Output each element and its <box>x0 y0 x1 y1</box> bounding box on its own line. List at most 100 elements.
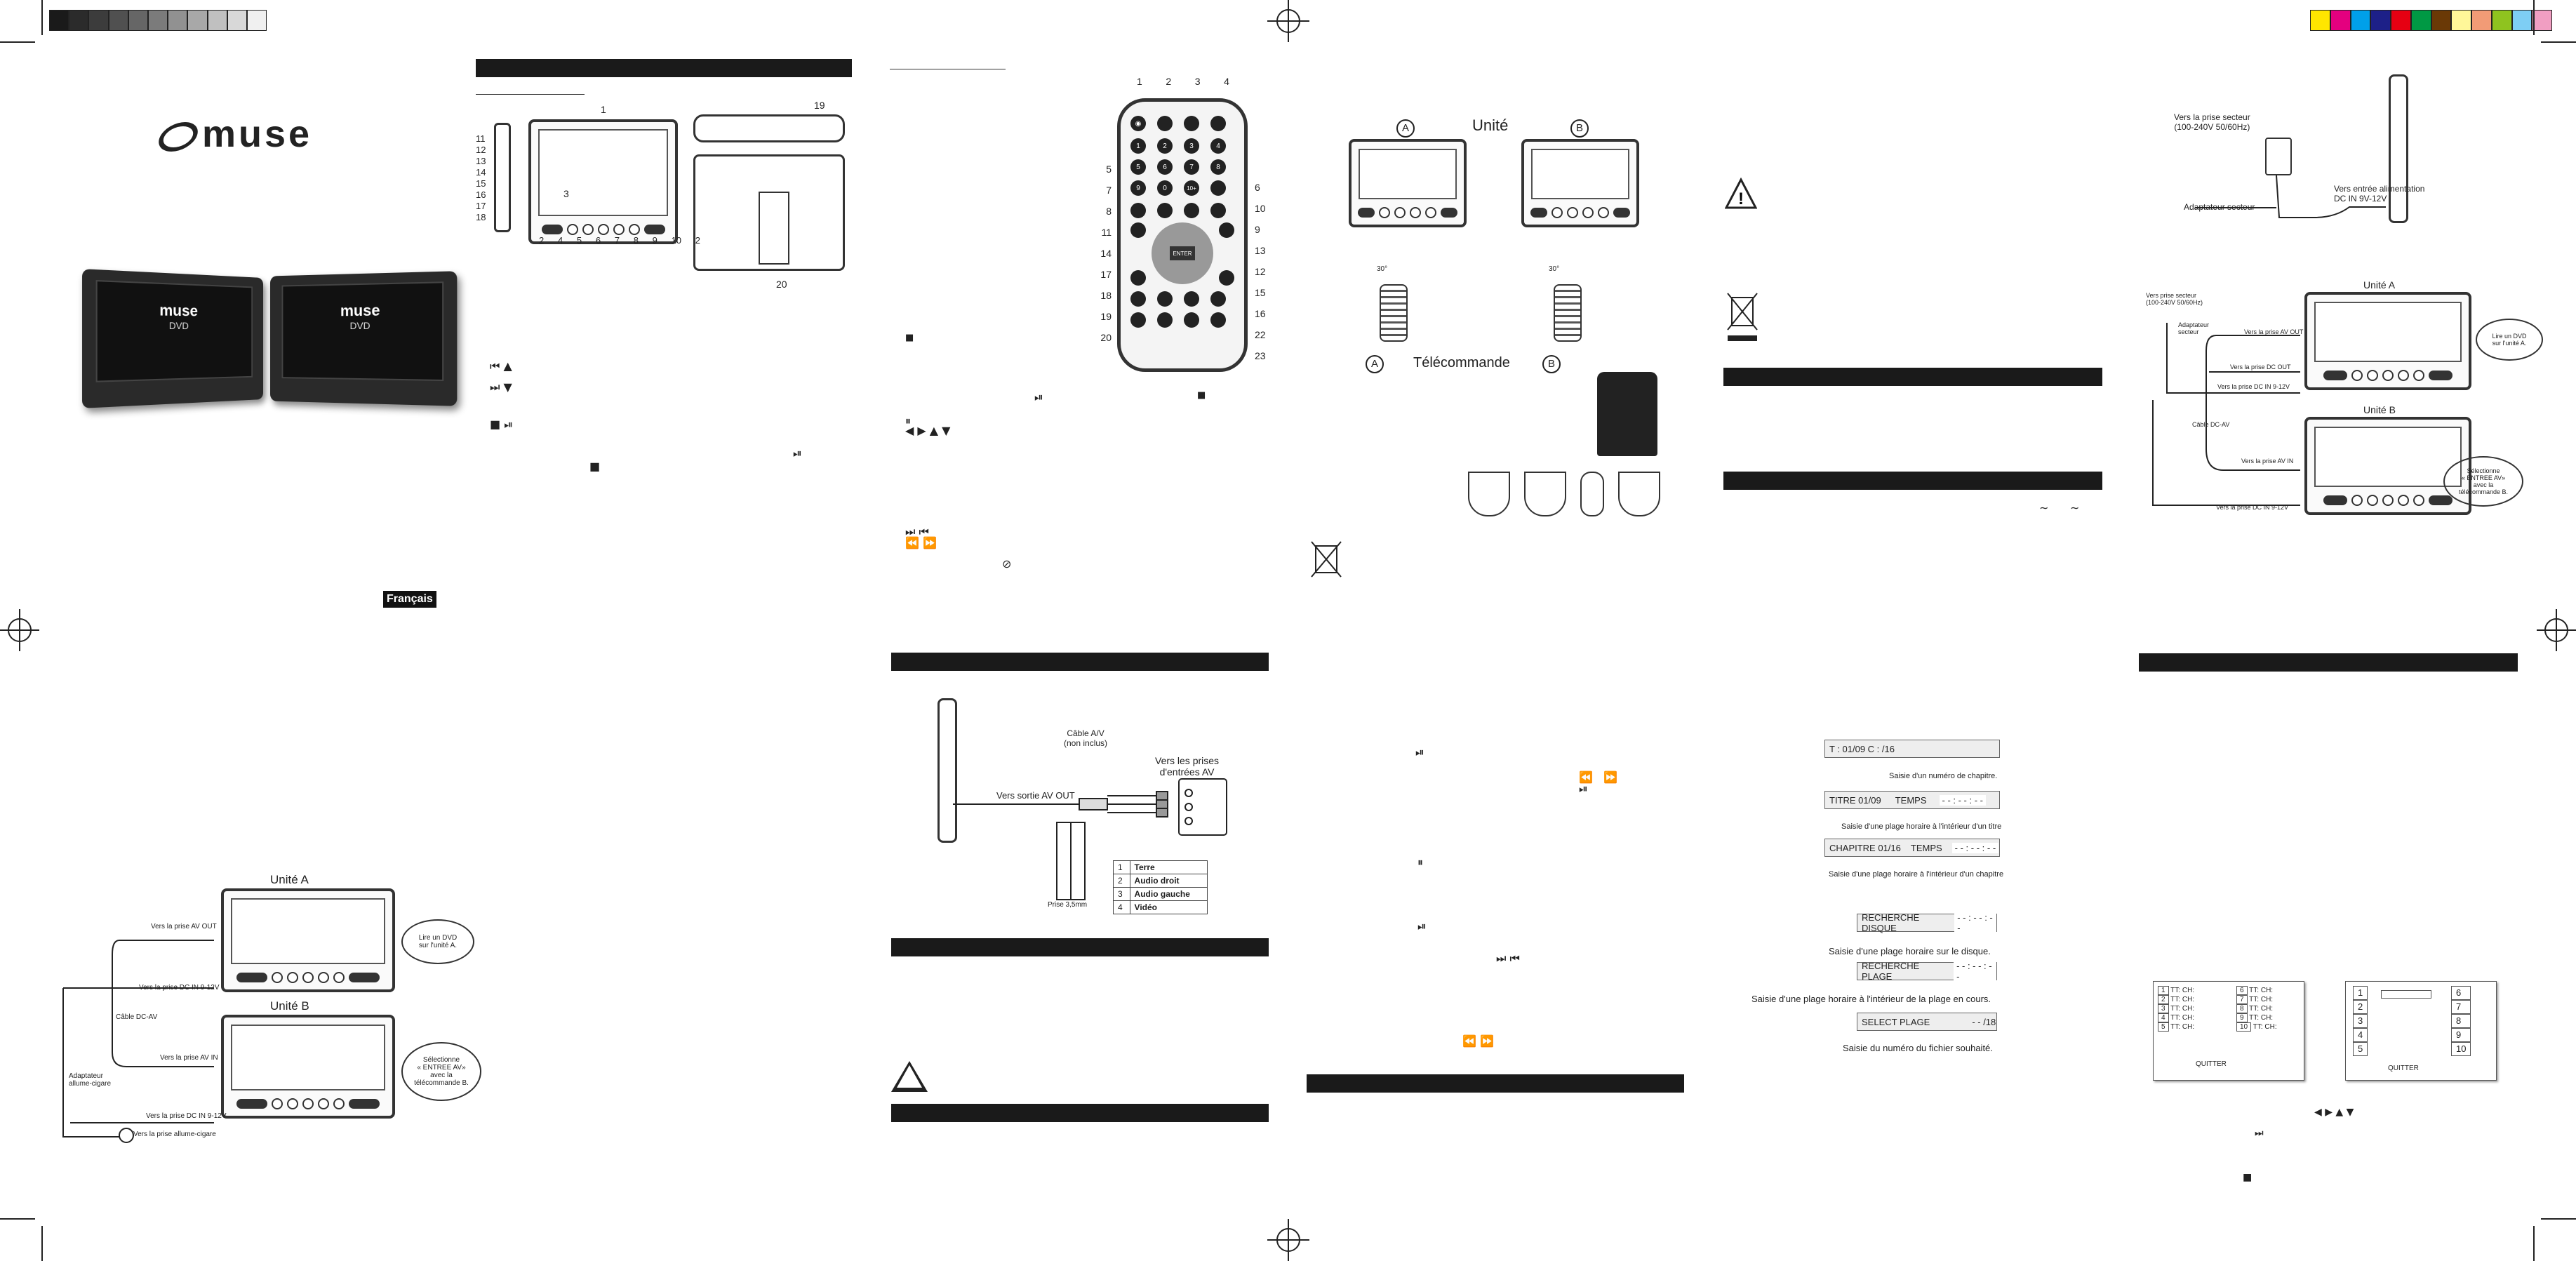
remote-b-circle: B <box>1542 355 1561 373</box>
recycle-bin-icon <box>1309 539 1344 580</box>
glyph-skip: ⏭ ⏮ <box>1496 952 1520 965</box>
swatch <box>2532 10 2552 31</box>
device-dvd-text: DVD <box>168 319 189 332</box>
power-wiring <box>2195 175 2386 218</box>
swatch <box>2471 10 2492 31</box>
unit-a-screen <box>1349 139 1467 227</box>
glyph-stop-a: ■ <box>905 333 914 343</box>
car-to-lighter: Vers la prise allume-cigare <box>133 1130 216 1138</box>
car-adapter: Adaptateur allume-cigare <box>69 1072 112 1088</box>
back-view-device <box>693 154 845 271</box>
car-unit-b-title: Unité B <box>270 999 309 1013</box>
glyph-scan-play: ⏪ ⏩ ⏯ <box>1579 770 1618 795</box>
glyph-play: ⏯ <box>1415 745 1424 759</box>
callout-1: 1 <box>601 104 606 115</box>
swatch <box>2511 10 2532 31</box>
home-unit-b-title: Unité B <box>2363 404 2396 415</box>
home-unit-a-screen <box>2304 292 2471 390</box>
callout-20: 20 <box>776 279 787 290</box>
car-to-av-out: Vers la prise AV OUT <box>151 923 217 930</box>
swatch <box>207 10 227 31</box>
car-to-av-in: Vers la prise AV IN <box>160 1054 218 1062</box>
glyph-skip: ⏭ ⏮ <box>905 525 929 538</box>
glyph-scan: ⏪ ⏩ <box>905 536 937 549</box>
swatch <box>246 10 267 31</box>
home-unit-b-screen <box>2304 417 2471 515</box>
car-bubble-a: Lire un DVD sur l'unité A. <box>401 919 474 964</box>
device-dvd-text: DVD <box>349 319 371 332</box>
remote-title: Télécommande <box>1413 355 1510 371</box>
car-to-dc-in-b: Vers la prise DC IN 9-12V <box>146 1112 227 1120</box>
car-unit-a-screen <box>221 888 395 992</box>
search-track-box: RECHERCHE PLAGE- - : - - : - - <box>1857 961 1997 982</box>
battery-remote-photo <box>1597 372 1657 456</box>
glyph-prev-up: ⏮ ▲ <box>490 359 512 373</box>
program-stop-glyph: ■ <box>2243 1172 2253 1183</box>
glyph-stop-play: ■ ⏯ <box>490 418 514 431</box>
unit-title: Unité <box>1472 116 1509 134</box>
section-underline <box>476 94 585 95</box>
remote-nav-pad: ENTER <box>1152 222 1213 284</box>
panel-6: Vers la prise secteur (100-240V 50/60Hz)… <box>2139 0 2543 1261</box>
color-swatches <box>2310 10 2552 31</box>
swatch <box>128 10 148 31</box>
warning-triangle-icon: ! <box>1724 177 1758 210</box>
search-chapter-box: T : 01/09 C : /16 <box>1824 740 2000 758</box>
mains-label: Vers la prise secteur (100-240V 50/60Hz) <box>2174 112 2250 132</box>
remote-enter-key[interactable]: ENTER <box>1170 246 1195 260</box>
side-view-device <box>494 123 511 232</box>
device-screen: muse DVD <box>281 281 444 382</box>
swatch <box>2451 10 2471 31</box>
search-disc-caption: Saisie d'une plage horaire sur le disque… <box>1829 946 1991 956</box>
program-next-glyph: ⏭ <box>2255 1128 2264 1139</box>
top-view-device <box>693 114 845 142</box>
search-chapter-caption: Saisie d'un numéro de chapitre. <box>1889 772 1998 780</box>
section-header-bar <box>1723 472 2102 490</box>
unit-b-screen <box>1521 139 1639 227</box>
to-av-out-label: Vers la prise AV OUT <box>2244 328 2304 335</box>
remote-a-circle: A <box>1366 355 1384 373</box>
section-header-bar <box>2139 653 2518 672</box>
unit-b-circle: B <box>1570 119 1589 138</box>
swatch <box>2491 10 2512 31</box>
swatch <box>2391 10 2411 31</box>
tilde-symbols: ∼ ∼ <box>2039 501 2080 514</box>
swatch <box>108 10 128 31</box>
section-header-bar <box>476 59 852 77</box>
callout-3: 3 <box>563 188 569 199</box>
swatch <box>2370 10 2391 31</box>
swatch <box>49 10 69 31</box>
program-quit-button-b[interactable]: QUITTER <box>2388 1065 2419 1072</box>
home-unit-a-title: Unité A <box>2363 279 2396 291</box>
program-quit-button[interactable]: QUITTER <box>2196 1060 2227 1068</box>
to-dc-in-label: Vers la prise DC IN 9-12V <box>2217 383 2290 390</box>
swatch <box>168 10 188 31</box>
battery-steps <box>1468 472 1679 535</box>
svg-text:!: ! <box>1738 189 1744 208</box>
glyph-next-down: ⏭ ▼ <box>490 380 512 394</box>
device-photo-b: muse DVD <box>270 271 458 406</box>
logo-mark-icon <box>153 121 203 152</box>
swatch <box>147 10 168 31</box>
angle-label-b: 30° <box>1549 265 1560 273</box>
glyph-arrows: ◀ ▶ ▲ ▼ <box>905 424 951 437</box>
program-screen-left: 1 TT: CH: 2 TT: CH: 3 TT: CH: 4 TT: CH: … <box>2153 981 2304 1081</box>
av-plug-label: Prise 3,5mm <box>1048 901 1088 909</box>
no-entry-icon: ⊘ <box>1002 557 1012 571</box>
swatch <box>2431 10 2452 31</box>
muse-logo: muse <box>153 112 312 156</box>
glyph-scan: ⏪ ⏩ <box>1462 1034 1494 1048</box>
panel-4: A Unité B 30° 30° A Télécommande B ⏯ ⏪ ⏩… <box>1307 0 1686 1261</box>
glyph-play-a: ⏯ <box>1034 390 1043 403</box>
device-photo-a: muse DVD <box>82 269 264 408</box>
search-chapter-time-caption: Saisie d'une plage horaire à l'intérieur… <box>1829 870 2004 879</box>
swatch <box>2350 10 2371 31</box>
